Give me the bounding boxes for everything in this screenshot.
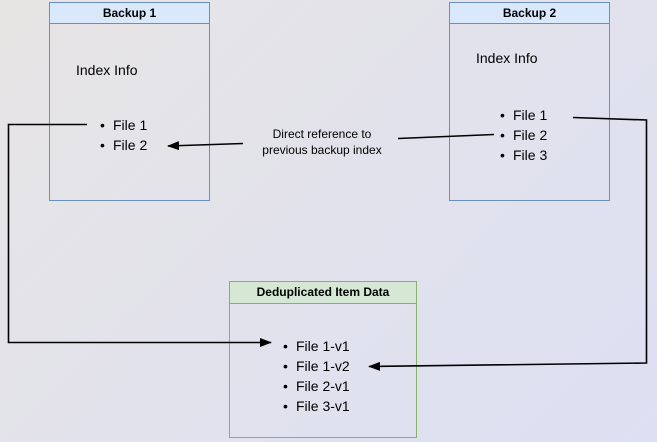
backup1-title: Backup 1: [50, 3, 209, 24]
list-item: File 2: [100, 135, 147, 155]
list-item: File 1-v2: [283, 356, 350, 376]
list-item: File 2-v1: [283, 376, 350, 396]
reference-annotation-line1: Direct reference to: [272, 127, 372, 141]
backup1-index-info-label: Index Info: [76, 62, 138, 78]
dedup-file-list: File 1-v1 File 1-v2 File 2-v1 File 3-v1: [283, 336, 350, 416]
backup1-box: Backup 1 Index Info File 1 File 2: [49, 2, 210, 201]
backup1-file-list: File 1 File 2: [100, 115, 147, 155]
backup2-box: Backup 2 Index Info File 1 File 2 File 3: [449, 2, 610, 201]
backup2-title: Backup 2: [450, 3, 609, 24]
backup2-file-list: File 1 File 2 File 3: [500, 105, 547, 165]
list-item: File 3-v1: [283, 396, 350, 416]
list-item: File 1: [100, 115, 147, 135]
list-item: File 2: [500, 125, 547, 145]
list-item: File 3: [500, 145, 547, 165]
dedup-box: Deduplicated Item Data File 1-v1 File 1-…: [229, 281, 417, 438]
reference-annotation-line2: previous backup index: [262, 143, 382, 157]
list-item: File 1-v1: [283, 336, 350, 356]
list-item: File 1: [500, 105, 547, 125]
backup2-index-info-label: Index Info: [476, 50, 538, 66]
dedup-title: Deduplicated Item Data: [230, 282, 416, 304]
